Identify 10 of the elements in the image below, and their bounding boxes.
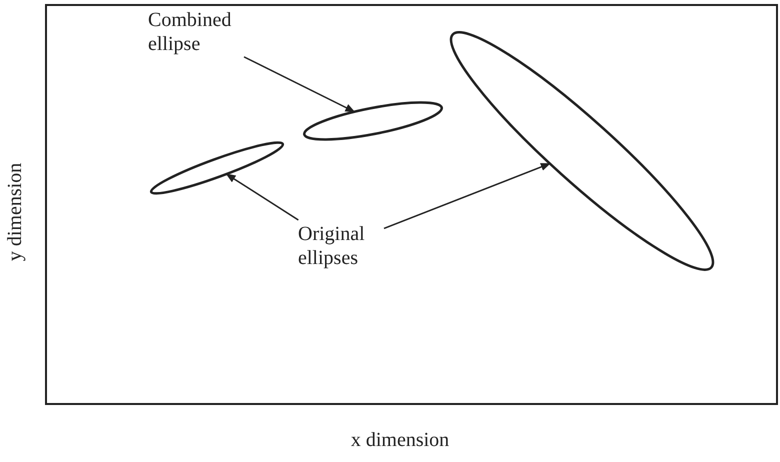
leader-arrow — [244, 56, 356, 112]
leader-arrow — [384, 162, 551, 230]
axis-title: x dimension — [350, 428, 450, 452]
callout-text: Original ellipses — [298, 222, 380, 270]
ellipse — [150, 141, 284, 195]
ellipse — [303, 101, 443, 141]
axis-title: y dimension — [3, 162, 27, 264]
leader-arrow — [226, 173, 299, 221]
ellipse — [450, 31, 714, 271]
callout-text: Combined ellipse — [148, 8, 240, 56]
